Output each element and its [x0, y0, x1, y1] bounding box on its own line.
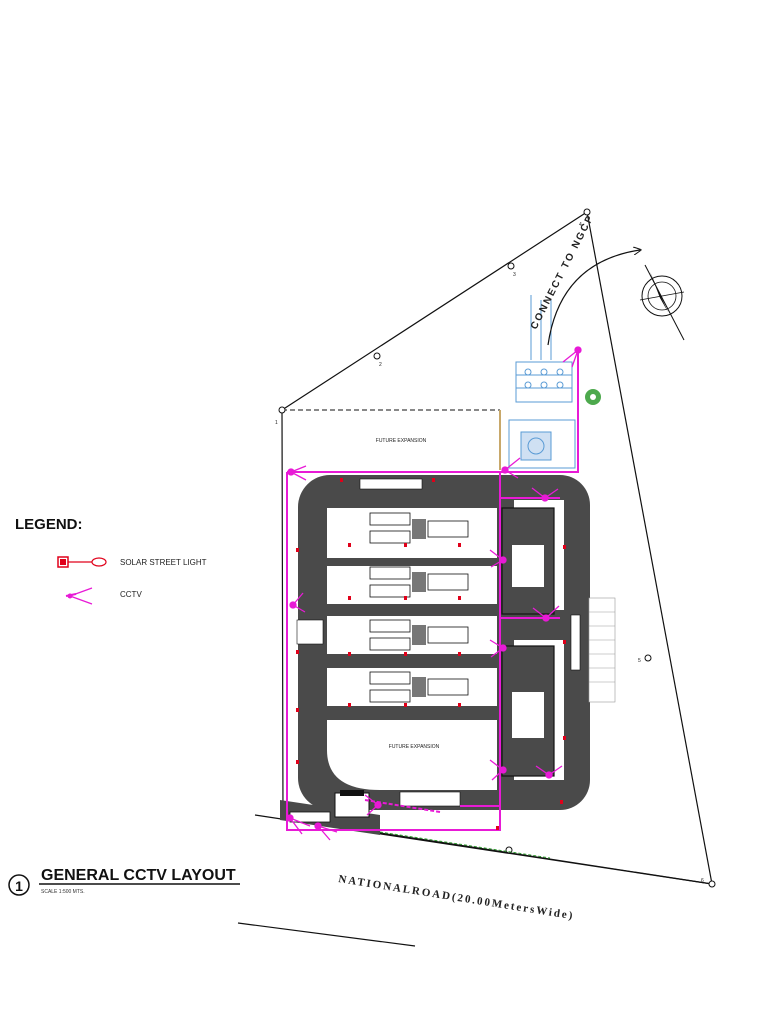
ground-marker-icon — [585, 389, 601, 405]
corner-marker — [278, 208, 716, 888]
corner-label-3: 3 — [513, 272, 516, 278]
future-expansion-bottom-label: FUTURE EXPANSION — [389, 744, 440, 750]
substation — [508, 295, 576, 469]
title-block: 1 GENERAL CCTV LAYOUT SCALE 1:500 MTS. — [8, 867, 240, 896]
solar-street-light-markers — [296, 478, 566, 830]
drawing-number: 1 — [15, 878, 23, 894]
corner-label-5: 5 — [638, 658, 641, 664]
warehouse-building — [501, 507, 555, 777]
corner-label-6: 6 — [701, 878, 704, 884]
parking-area — [588, 597, 616, 703]
storage-units — [369, 512, 469, 703]
cctv-camera-markers — [286, 346, 582, 841]
solar-street-light-icon — [57, 556, 107, 568]
national-road-label: NATIONALROAD(20.00MetersWide) — [338, 873, 576, 922]
drawing-number-circle — [8, 874, 30, 896]
road-far-edge-line — [237, 922, 416, 947]
future-expansion-top-label: FUTURE EXPANSION — [376, 438, 427, 444]
frontage-line — [379, 831, 551, 859]
legend: LEGEND: SOLAR STREET LIGHT CCTV — [15, 516, 207, 605]
legend-label-solar-street-light: SOLAR STREET LIGHT — [120, 558, 207, 567]
cctv-cabling — [286, 350, 579, 831]
north-arrow-icon — [639, 264, 685, 341]
ngcp-connection-arrow — [547, 250, 640, 346]
corner-label-2: 2 — [379, 362, 382, 368]
drawing-title: GENERAL CCTV LAYOUT — [41, 867, 236, 884]
corner-label-4: 4 — [579, 222, 582, 228]
label-plates — [296, 478, 616, 807]
legend-title: LEGEND: — [15, 516, 83, 533]
cctv-icon — [65, 587, 93, 605]
corner-label-1: 1 — [275, 420, 278, 426]
legend-label-cctv: CCTV — [120, 590, 142, 599]
drawing-scale: SCALE 1:500 MTS. — [41, 889, 85, 895]
